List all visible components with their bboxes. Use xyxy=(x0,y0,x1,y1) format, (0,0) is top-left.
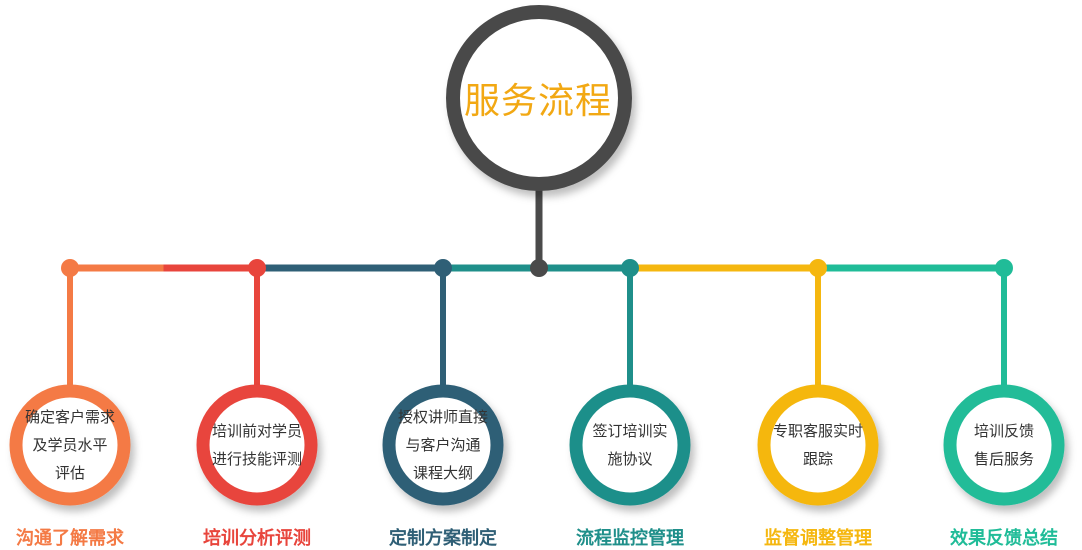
title-circle xyxy=(446,5,632,191)
step-6-junction-dot xyxy=(995,259,1013,277)
step-6-circle xyxy=(943,384,1065,506)
step-6-label: 效果反馈总结 xyxy=(950,528,1058,549)
step-3-junction-dot xyxy=(434,259,452,277)
step-4-description: 签订培训实 施协议 xyxy=(592,422,668,468)
step-4-circle xyxy=(569,384,691,506)
step-2-description: 培训前对学员 进行技能评测 xyxy=(211,422,302,468)
step-5-junction-dot xyxy=(809,259,827,277)
step-1-description: 确定客户需求 及学员水平 评估 xyxy=(24,408,115,482)
step-3-circle xyxy=(382,384,504,506)
step-5-description: 专职客服实时 跟踪 xyxy=(772,422,863,468)
step-6-description: 培训反馈 售后服务 xyxy=(973,422,1034,468)
step-1-label: 沟通了解需求 xyxy=(16,528,124,549)
diagram-title: 服务流程 xyxy=(463,81,612,122)
step-2-junction-dot xyxy=(248,259,266,277)
step-1-junction-dot xyxy=(61,259,79,277)
step-1-circle xyxy=(9,384,131,506)
step-3-description: 授权讲师直接 与客户沟通 课程大纲 xyxy=(397,408,488,482)
center-junction-dot xyxy=(530,259,548,277)
step-5-label: 监督调整管理 xyxy=(764,528,872,549)
step-5-circle xyxy=(757,384,879,506)
step-4-label: 流程监控管理 xyxy=(576,528,684,549)
step-4-junction-dot xyxy=(621,259,639,277)
step-2-label: 培训分析评测 xyxy=(203,528,311,549)
step-2-circle xyxy=(196,384,318,506)
step-3-label: 定制方案制定 xyxy=(389,528,497,549)
